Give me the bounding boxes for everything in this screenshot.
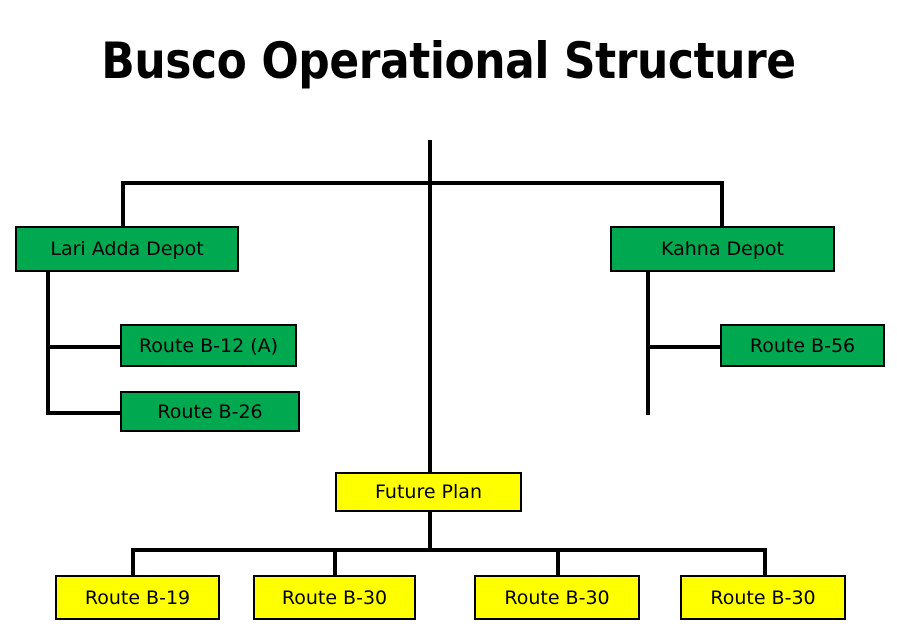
node-label-route-b30-2: Route B-30 [504,586,610,609]
node-future-plan[interactable]: Future Plan [335,472,522,512]
connector-lari-adda-spine [46,271,50,415]
node-route-b30-1[interactable]: Route B-30 [253,575,416,620]
connector-future-plan-stem [428,510,432,551]
page-title: Busco Operational Structure [101,32,796,90]
connector-to-kahna-depot [720,181,724,228]
node-route-b30-2[interactable]: Route B-30 [474,575,640,620]
node-route-b30-3[interactable]: Route B-30 [680,575,846,620]
connector-lari-adda-to-route-b26 [46,411,124,415]
connector-root-trunk-top [428,140,432,184]
connector-lari-adda-to-route-b12a [46,345,124,349]
node-label-route-b26: Route B-26 [157,400,263,423]
connector-to-route-b30-1 [333,548,337,577]
connector-to-route-b30-2 [556,548,560,577]
connector-to-route-b30-3 [763,548,767,577]
connector-kahna-spine [646,271,650,415]
node-label-route-b56: Route B-56 [749,334,856,357]
connector-root-trunk-middle [428,181,432,473]
node-label-route-b12a: Route B-12 (A) [138,334,279,357]
connector-kahna-to-route-b56 [646,345,724,349]
connector-to-lari-adda-depot [121,181,125,228]
connector-to-route-b19 [131,548,135,577]
node-route-b12a[interactable]: Route B-12 (A) [120,324,297,367]
node-route-b19[interactable]: Route B-19 [55,575,220,620]
node-label-lari-adda-depot: Lari Adda Depot [50,238,204,260]
node-label-route-b30-1: Route B-30 [281,586,388,609]
connector-level1-bus [121,181,724,185]
node-kahna-depot[interactable]: Kahna Depot [610,226,835,272]
node-label-future-plan: Future Plan [375,481,482,503]
node-label-route-b19: Route B-19 [84,586,191,609]
node-route-b26[interactable]: Route B-26 [120,391,300,432]
node-lari-adda-depot[interactable]: Lari Adda Depot [15,226,239,272]
node-route-b56[interactable]: Route B-56 [720,324,885,367]
node-label-route-b30-3: Route B-30 [710,586,816,609]
node-label-kahna-depot: Kahna Depot [661,238,784,260]
connector-future-routes-bus [131,548,767,552]
